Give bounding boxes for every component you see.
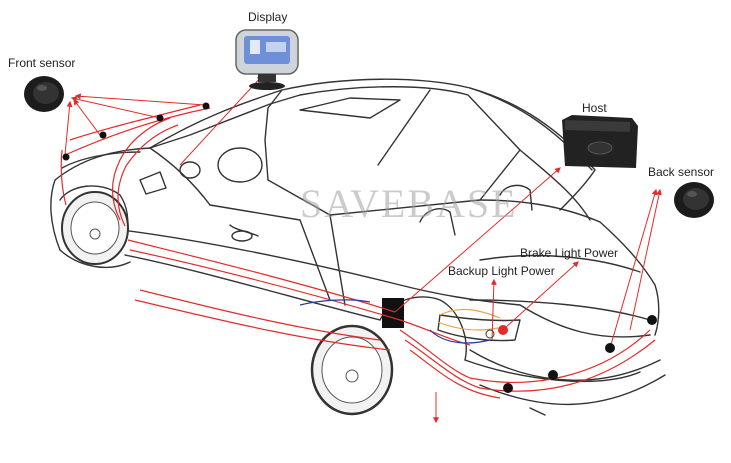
front-sensor-label: Front sensor (8, 56, 76, 70)
signal-wiring (299, 299, 491, 344)
brake-light-power-label: Brake Light Power (520, 246, 619, 260)
front-wheel (61, 191, 129, 265)
arrow-to-front-sensor (70, 96, 161, 119)
wiring-harness (60, 104, 656, 399)
backup-light-power-label: Backup Light Power (448, 264, 555, 278)
car-illustration (50, 78, 666, 416)
installed-sensors (62, 102, 657, 393)
back-sensor-device (674, 182, 714, 218)
arrow-to-display (179, 75, 263, 166)
arrow-to-back-sensor-2 (629, 188, 662, 331)
brake-light-connection (498, 325, 508, 335)
arrow-to-back-sensor (609, 188, 658, 349)
back-sensor-label: Back sensor (648, 165, 715, 179)
light-wiring (437, 308, 501, 331)
arrow-to-backup-light (490, 278, 497, 341)
arrow-to-front-sensor-4 (64, 100, 73, 156)
backup-light-connection (485, 329, 495, 339)
front-sensor-device (24, 76, 64, 112)
connection-arrows (64, 75, 662, 424)
arrow-to-front-sensor-2 (74, 93, 206, 106)
rear-wheel (310, 324, 394, 416)
host-label: Host (582, 101, 607, 115)
arrow-to-brake-light (504, 261, 579, 329)
display-label: Display (248, 10, 288, 24)
arrow-to-host (394, 167, 561, 313)
host-device (562, 115, 638, 168)
display-device (235, 29, 299, 90)
arrow-to-front-sensor-3 (73, 99, 101, 136)
watermark-logo: SAVEBASE (300, 181, 518, 226)
